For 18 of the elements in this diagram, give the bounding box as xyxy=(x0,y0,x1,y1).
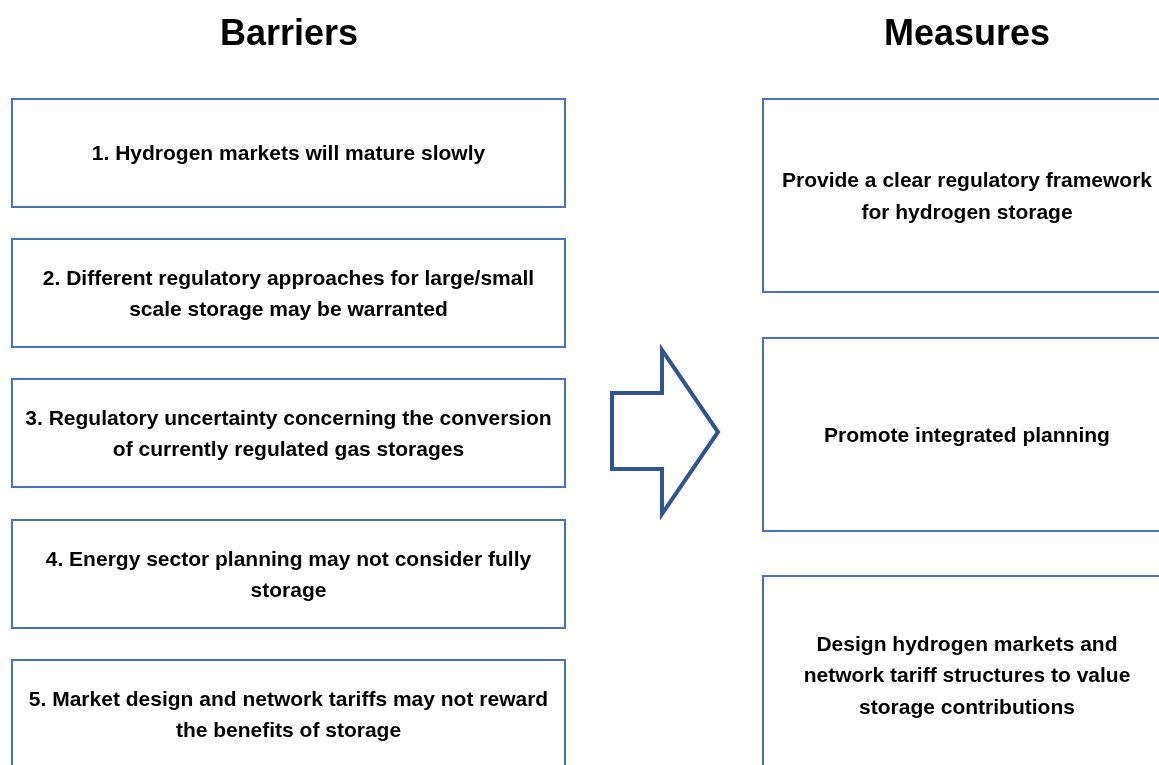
box-text: Design hydrogen markets and network tariff structures to value storage contributions xyxy=(802,630,1132,720)
box-text: 2. Different regulatory approaches for large/small scale storage may be warranted xyxy=(41,264,536,322)
box-text: 5. Market design and network tariffs may not reward the benefits of storage xyxy=(27,685,550,743)
box-text: 3. Regulatory uncertainty concerning the conversion of currently regulated gas storages xyxy=(25,404,552,462)
box-text: 1. Hydrogen markets will mature slowly xyxy=(91,140,486,167)
box-text: 4. Energy sector planning may not consider fully storage xyxy=(44,545,533,603)
text-box xyxy=(11,238,566,348)
text-box xyxy=(762,98,1159,293)
column-heading: Barriers xyxy=(219,12,359,54)
text-box xyxy=(11,378,566,488)
column-heading: Measures xyxy=(883,12,1051,54)
text-box xyxy=(762,337,1159,532)
box-text: Promote integrated planning xyxy=(824,421,1110,448)
text-box xyxy=(762,575,1159,765)
box-text: Provide a clear regulatory framework for hydrogen storage xyxy=(781,167,1153,225)
text-box xyxy=(11,519,566,629)
text-box xyxy=(11,98,566,208)
text-box xyxy=(11,659,566,765)
